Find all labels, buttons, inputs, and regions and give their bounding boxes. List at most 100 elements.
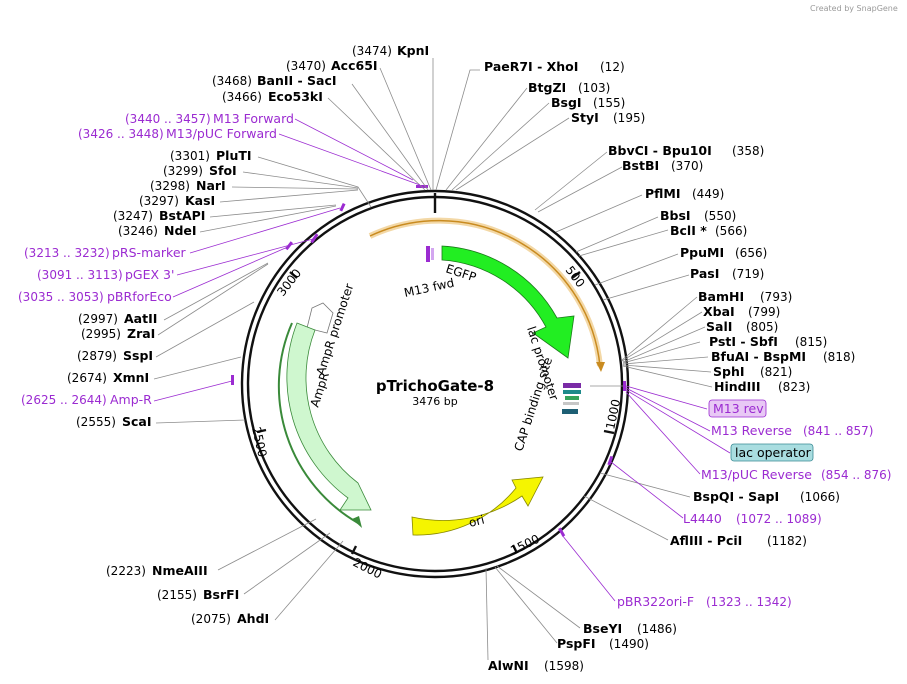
- svg-text:SalI: SalI: [706, 319, 732, 334]
- feature-m13-reverse[interactable]: M13 Reverse(841 .. 857): [711, 423, 873, 438]
- svg-text:BbsI: BbsI: [660, 208, 691, 223]
- svg-text:PspFI: PspFI: [557, 636, 596, 651]
- site-pflmi[interactable]: PflMI(449): [645, 186, 724, 201]
- feature-m13-puc-reverse[interactable]: M13/pUC Reverse(854 .. 876): [701, 467, 891, 482]
- svg-text:(449): (449): [692, 187, 724, 201]
- feature-lac-operator[interactable]: lac operator: [730, 443, 814, 462]
- feature-l4440[interactable]: L4440(1072 .. 1089): [683, 511, 822, 526]
- site-hindiii[interactable]: HindIII(823): [714, 379, 810, 394]
- svg-text:(805): (805): [746, 320, 778, 334]
- svg-text:BseYI: BseYI: [583, 621, 622, 636]
- svg-text:(821): (821): [760, 365, 792, 379]
- site-afliii-pcii[interactable]: AflIII - PciI(1182): [670, 533, 807, 548]
- site-styi[interactable]: StyI(195): [571, 110, 645, 125]
- feature-pgex-3[interactable]: (3091 .. 3113)pGEX 3': [37, 267, 174, 282]
- svg-text:PaeR7I - XhoI: PaeR7I - XhoI: [484, 59, 578, 74]
- site-pspfi[interactable]: PspFI(1490): [557, 636, 649, 651]
- site-aatii[interactable]: (2997)AatII: [78, 311, 157, 326]
- site-sphi[interactable]: SphI(821): [713, 364, 792, 379]
- svg-text:BstBI: BstBI: [622, 158, 659, 173]
- svg-text:(3213 .. 3232): (3213 .. 3232): [24, 246, 110, 260]
- site-pasi[interactable]: PasI(719): [690, 266, 764, 281]
- svg-text:(656): (656): [735, 246, 767, 260]
- site-paer7i-xhoi[interactable]: PaeR7I - XhoI(12): [484, 59, 625, 74]
- site-sali[interactable]: SalI (805): [706, 319, 778, 334]
- site-bbvci-bpu10i[interactable]: BbvCI - Bpu10I(358): [608, 143, 764, 158]
- site-bcli[interactable]: BclI *(566): [670, 223, 747, 238]
- site-bspqi-sapi[interactable]: BspQI - SapI(1066): [693, 489, 840, 504]
- svg-text:(2155): (2155): [157, 588, 197, 602]
- site-xmni[interactable]: (2674)XmnI: [67, 370, 149, 385]
- svg-text:(1323 .. 1342): (1323 .. 1342): [706, 595, 792, 609]
- svg-text:(358): (358): [732, 144, 764, 158]
- feature-pbr322ori-f[interactable]: pBR322ori-F(1323 .. 1342): [617, 594, 792, 609]
- site-alwni[interactable]: AlwNI(1598): [488, 658, 584, 673]
- site-acc65i[interactable]: (3470)Acc65I: [286, 58, 378, 73]
- svg-text:M13 rev: M13 rev: [713, 401, 764, 416]
- ori-label: ori: [467, 513, 486, 530]
- site-btgzi[interactable]: BtgZI(103): [528, 80, 610, 95]
- svg-text:(3426 .. 3448): (3426 .. 3448): [78, 127, 164, 141]
- site-bseyi[interactable]: BseYI(1486): [583, 621, 677, 636]
- svg-text:(2555): (2555): [76, 415, 116, 429]
- svg-text:BamHI: BamHI: [698, 289, 744, 304]
- site-xbai[interactable]: XbaI(799): [703, 304, 780, 319]
- svg-text:(566): (566): [715, 224, 747, 238]
- site-zrai[interactable]: (2995)ZraI: [81, 326, 155, 341]
- svg-text:(793): (793): [760, 290, 792, 304]
- site-ahdi[interactable]: (2075)AhdI: [191, 611, 269, 626]
- site-bfuai-bspmi[interactable]: BfuAI - BspMI(818): [711, 349, 855, 364]
- feature-m13-puc-forward[interactable]: (3426 .. 3448)M13/pUC Forward: [78, 126, 277, 141]
- leader-lines: [153, 58, 713, 661]
- site-ppumi[interactable]: PpuMI(656): [680, 245, 767, 260]
- svg-text:(2997): (2997): [78, 312, 118, 326]
- site-bsrfi[interactable]: (2155)BsrFI: [157, 587, 239, 602]
- site-bsgi[interactable]: BsgI(155): [551, 95, 625, 110]
- svg-text:(1066): (1066): [800, 490, 840, 504]
- tick-label-2500: 2500: [249, 426, 270, 459]
- site-banii-saci[interactable]: (3468)BanII - SacI: [212, 73, 337, 88]
- site-bstbi[interactable]: BstBI(370): [622, 158, 703, 173]
- site-eco53ki[interactable]: (3466)Eco53kI: [222, 89, 323, 104]
- site-bbsi[interactable]: BbsI (550): [660, 208, 736, 223]
- svg-text:(823): (823): [778, 380, 810, 394]
- site-labels: (3474)KpnI (3470)Acc65I (3468)BanII - Sa…: [67, 43, 855, 673]
- tick-3000: [289, 271, 298, 279]
- svg-text:pBRforEco: pBRforEco: [107, 289, 172, 304]
- svg-text:(3299): (3299): [163, 164, 203, 178]
- svg-text:(2879): (2879): [77, 349, 117, 363]
- svg-text:(2625 .. 2644): (2625 .. 2644): [21, 393, 107, 407]
- site-sspi[interactable]: (2879)SspI: [77, 348, 153, 363]
- site-ndei[interactable]: (3246)NdeI: [118, 223, 197, 238]
- feature-m13-forward[interactable]: (3440 .. 3457)M13 Forward: [125, 111, 294, 126]
- site-bstapi[interactable]: (3247)BstAPI: [113, 208, 205, 223]
- svg-text:BstAPI: BstAPI: [159, 208, 205, 223]
- feature-labels: (3440 .. 3457)M13 Forward (3426 .. 3448)…: [18, 111, 891, 609]
- svg-text:NarI: NarI: [196, 178, 226, 193]
- feature-prs-marker[interactable]: (3213 .. 3232)pRS-marker: [24, 245, 187, 260]
- svg-text:PasI: PasI: [690, 266, 719, 281]
- site-nari[interactable]: (3298)NarI: [150, 178, 226, 193]
- site-kasi[interactable]: (3297)KasI: [139, 193, 215, 208]
- svg-text:BfuAI - BspMI: BfuAI - BspMI: [711, 349, 806, 364]
- site-nmeaiii[interactable]: (2223)NmeAIII: [106, 563, 208, 578]
- site-kpni[interactable]: (3474)KpnI: [352, 43, 429, 58]
- ori-arrow: ori: [411, 476, 544, 536]
- ampr-label: AmpR: [308, 370, 332, 408]
- svg-text:(2674): (2674): [67, 371, 107, 385]
- site-scai[interactable]: (2555)ScaI: [76, 414, 152, 429]
- svg-text:XbaI: XbaI: [703, 304, 735, 319]
- svg-text:StyI: StyI: [571, 110, 599, 125]
- svg-text:(3091 .. 3113): (3091 .. 3113): [37, 268, 123, 282]
- site-pluti[interactable]: (3301)PluTI: [170, 148, 252, 163]
- watermark-text: Created by SnapGene: [810, 4, 898, 13]
- svg-text:(3466): (3466): [222, 90, 262, 104]
- feature-pbrforeco[interactable]: (3035 .. 3053)pBRforEco: [18, 289, 172, 304]
- svg-text:(550): (550): [704, 209, 736, 223]
- site-bamhi[interactable]: BamHI (793): [698, 289, 792, 304]
- feature-m13-rev[interactable]: M13 rev: [708, 399, 767, 418]
- site-psti-sbfi[interactable]: PstI - SbfI(815): [709, 334, 827, 349]
- site-sfoi[interactable]: (3299)SfoI: [163, 163, 237, 178]
- tick-1500: [511, 544, 519, 554]
- feature-amp-r[interactable]: (2625 .. 2644)Amp-R: [21, 392, 152, 407]
